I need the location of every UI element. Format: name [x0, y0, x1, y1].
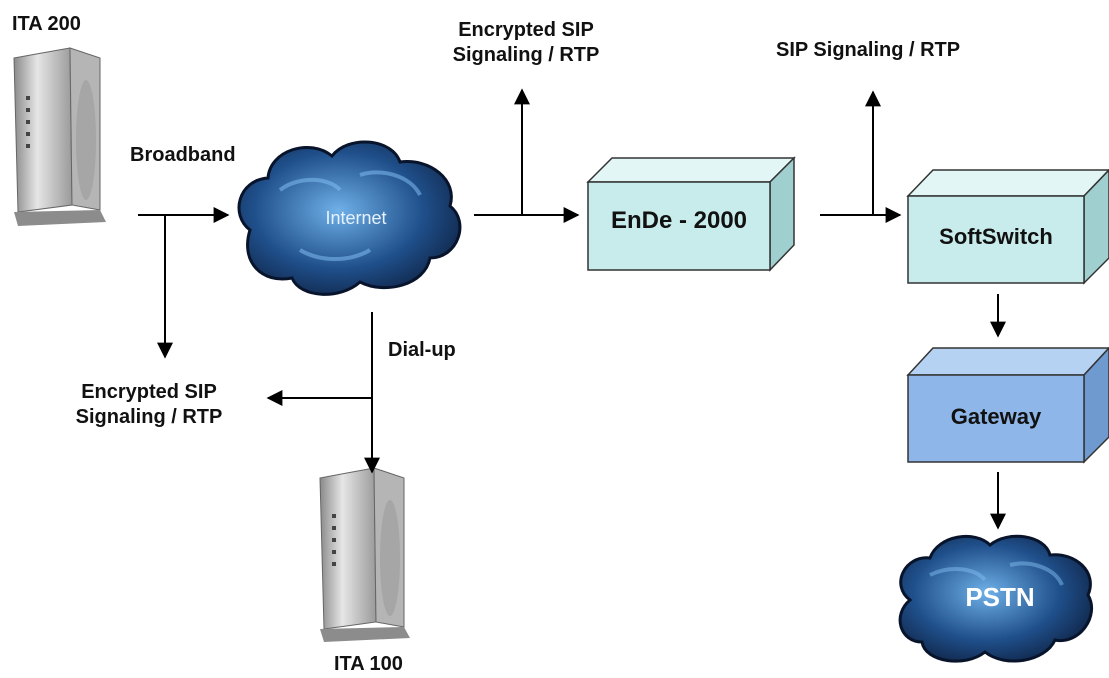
ita200-device: [13, 47, 106, 226]
softswitch-box: [906, 168, 1109, 285]
ita200-label: ITA 200: [12, 13, 81, 35]
encrypted-left-label: Encrypted SIP Signaling / RTP: [44, 380, 254, 430]
gateway-label: Gateway: [950, 404, 1042, 429]
pstn-label: PSTN: [965, 582, 1035, 612]
softswitch-label: SoftSwitch: [939, 224, 1053, 249]
sip-signaling-label: SIP Signaling / RTP: [776, 39, 961, 61]
pstn-cloud: [898, 534, 1094, 663]
encrypted-top-line1: Encrypted SIP: [458, 19, 594, 41]
encrypted-left-line2: Signaling / RTP: [75, 406, 223, 428]
broadband-label: Broadband: [130, 144, 236, 166]
encrypted-left-line1: Encrypted SIP: [81, 381, 217, 403]
ende-2000-label: EnDe - 2000: [610, 207, 748, 234]
internet-label: Internet: [325, 208, 387, 228]
connectors: [138, 88, 1006, 530]
internet-cloud: [237, 140, 462, 296]
ita100-device: [319, 467, 410, 642]
dialup-label: Dial-up: [388, 339, 456, 361]
ita100-label: ITA 100: [334, 653, 403, 675]
encrypted-top-label: Encrypted SIP Signaling / RTP: [428, 18, 624, 68]
encrypted-top-line2: Signaling / RTP: [452, 44, 600, 66]
gateway-box: [906, 346, 1109, 464]
ende-2000-box: [586, 156, 796, 272]
